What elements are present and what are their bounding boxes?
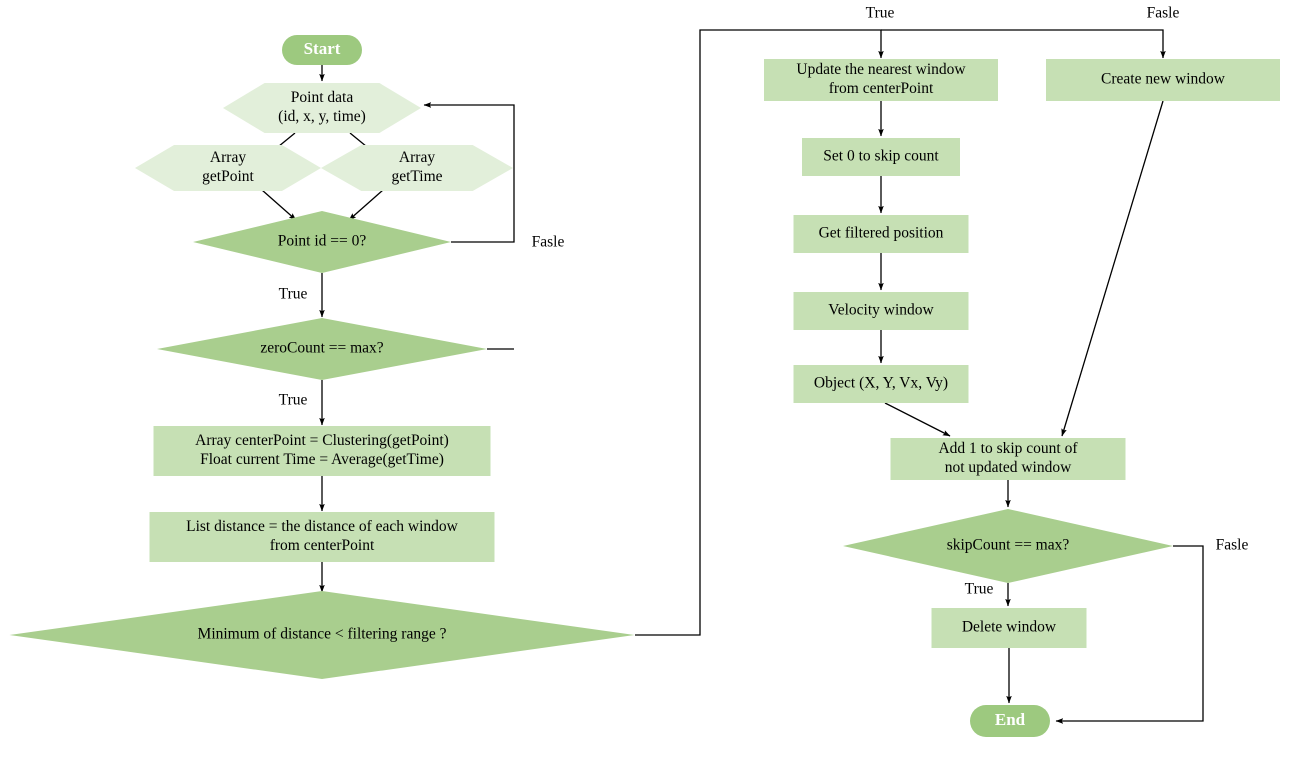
node-object_xyvxvy: Object (X, Y, Vx, Vy) xyxy=(793,365,969,403)
shape-process xyxy=(793,215,969,253)
shape-process xyxy=(793,365,969,403)
lbl-zerocount-true: True xyxy=(279,392,308,409)
node-velocity_window: Velocity window xyxy=(793,292,969,330)
node-start: Start xyxy=(282,35,362,65)
node-cluster_avg: Array centerPoint = Clustering(getPoint)… xyxy=(153,426,491,476)
shape-process xyxy=(153,426,491,476)
node-label-get_filtered: Get filtered position xyxy=(819,225,944,242)
node-label-list_distance-line2: from centerPoint xyxy=(270,537,375,554)
node-label-min_distance: Minimum of distance < filtering range ? xyxy=(198,626,447,643)
node-zerocount_max: zeroCount == max? xyxy=(157,318,487,380)
node-update_window: Update the nearest window from centerPoin… xyxy=(764,59,998,101)
edge-gettime-pointid xyxy=(348,189,384,221)
node-min_distance: Minimum of distance < filtering range ? xyxy=(9,591,635,679)
lbl-min-dist-false: Fasle xyxy=(1147,5,1180,22)
edges-layer xyxy=(261,29,1204,724)
lbl-min-dist-true: True xyxy=(866,5,895,22)
shape-decision xyxy=(193,211,451,273)
node-point_id_zero: Point id == 0? xyxy=(193,211,451,273)
shape-hexagon xyxy=(321,145,513,191)
node-label-array_gettime-line1: Array xyxy=(399,149,435,166)
node-label-delete_window: Delete window xyxy=(962,619,1057,636)
node-set_skip_zero: Set 0 to skip count xyxy=(802,138,960,176)
node-label-array_getpoint-line2: getPoint xyxy=(202,168,254,185)
edge-pointid-false-loop xyxy=(423,102,515,243)
node-label-list_distance-line1: List distance = the distance of each win… xyxy=(186,518,459,535)
node-label-zerocount_max: zeroCount == max? xyxy=(260,340,383,357)
edge-getpoint-pointid xyxy=(261,189,297,221)
node-label-update_window-line2: from centerPoint xyxy=(829,80,934,97)
shape-process xyxy=(764,59,998,101)
node-label-skipcount_max: skipCount == max? xyxy=(947,537,1070,554)
node-add_skip_count: Add 1 to skip count of not updated window xyxy=(890,438,1126,480)
node-label-add_skip_count-line1: Add 1 to skip count of xyxy=(938,440,1078,457)
node-label-cluster_avg-line1: Array centerPoint = Clustering(getPoint) xyxy=(195,432,449,449)
node-label-array_gettime-line2: getTime xyxy=(391,168,442,185)
shape-terminator xyxy=(970,705,1050,737)
shape-decision xyxy=(157,318,487,380)
lbl-skipcount-true: True xyxy=(965,581,994,598)
node-label-add_skip_count-line2: not updated window xyxy=(945,459,1072,476)
shape-hexagon xyxy=(135,145,321,191)
shape-process xyxy=(931,608,1087,648)
node-label-start: Start xyxy=(304,39,341,58)
shape-process xyxy=(149,512,495,562)
shape-process xyxy=(793,292,969,330)
lbl-point-id-true: True xyxy=(279,286,308,303)
shape-decision xyxy=(9,591,635,679)
node-list_distance: List distance = the distance of each win… xyxy=(149,512,495,562)
node-label-point_data-line1: Point data xyxy=(291,89,354,106)
node-array_getpoint: Array getPoint xyxy=(135,145,321,191)
node-label-point_data-line2: (id, x, y, time) xyxy=(278,108,366,125)
node-point_data: Point data (id, x, y, time) xyxy=(223,83,421,133)
shape-process xyxy=(802,138,960,176)
node-label-create_window: Create new window xyxy=(1101,71,1226,88)
node-get_filtered: Get filtered position xyxy=(793,215,969,253)
node-label-end: End xyxy=(995,710,1026,729)
edge-object-addskip xyxy=(884,402,951,437)
node-label-cluster_avg-line2: Float current Time = Average(getTime) xyxy=(200,451,444,468)
node-label-velocity_window: Velocity window xyxy=(828,302,934,319)
node-label-array_getpoint-line1: Array xyxy=(210,149,246,166)
edge-mindist-true-top xyxy=(635,29,884,636)
shape-process xyxy=(1046,59,1280,101)
lbl-point-id-false: Fasle xyxy=(532,234,565,251)
node-array_gettime: Array getTime xyxy=(321,145,513,191)
node-label-update_window-line1: Update the nearest window xyxy=(796,61,966,78)
node-label-point_id_zero: Point id == 0? xyxy=(278,233,367,250)
edge-create-addskip xyxy=(1061,100,1164,437)
node-label-set_skip_zero: Set 0 to skip count xyxy=(823,148,939,165)
node-create_window: Create new window xyxy=(1046,59,1280,101)
node-skipcount_max: skipCount == max? xyxy=(843,509,1173,583)
node-end: End xyxy=(970,705,1050,737)
node-delete_window: Delete window xyxy=(931,608,1087,648)
edge-skipcount-false-end xyxy=(1055,545,1204,724)
shape-decision xyxy=(843,509,1173,583)
node-label-object_xyvxvy: Object (X, Y, Vx, Vy) xyxy=(814,375,948,392)
shape-process xyxy=(890,438,1126,480)
shape-hexagon xyxy=(223,83,421,133)
shape-terminator xyxy=(282,35,362,65)
lbl-skipcount-false: Fasle xyxy=(1216,537,1249,554)
edge-top-false-create xyxy=(881,29,1166,59)
